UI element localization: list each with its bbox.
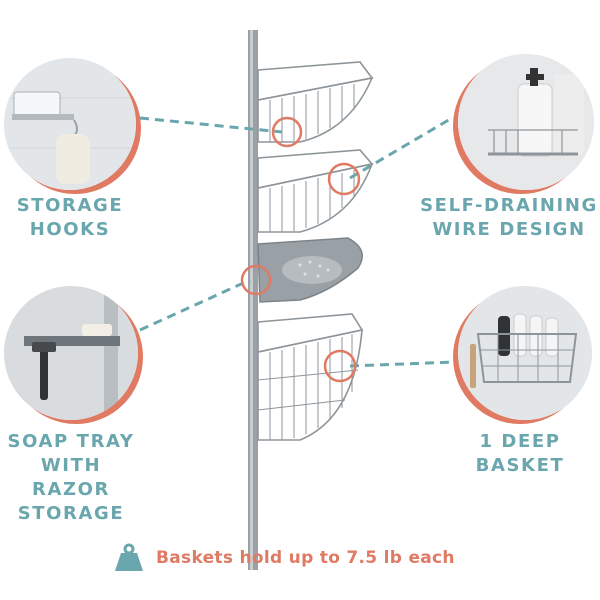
highlight-soap-tray [240,264,272,296]
label-self-draining: SELF-DRAINING WIRE DESIGN [420,195,598,240]
deep-basket [257,313,364,441]
soap-tray-photo [4,286,138,420]
highlight-draining [327,162,361,196]
label-soap-tray: SOAP TRAY WITH RAZOR STORAGE [7,431,135,524]
label-storage-hooks: STORAGE HOOKS [16,195,124,240]
deep-basket-photo [458,286,592,420]
top-basket [257,61,374,143]
highlight-hooks [271,116,303,148]
self-draining-photo [458,54,594,190]
connector-soap-tray [139,278,251,332]
soap-tray [257,237,363,303]
connector-storage-hooks [139,116,283,134]
weight-capacity-text: Baskets hold up to 7.5 lb each [156,548,455,568]
connector-deep-basket [349,360,456,368]
storage-hooks-photo [4,58,136,190]
weight-icon [115,543,143,571]
label-deep-basket: 1 DEEP BASKET [475,431,565,476]
weight-note: Baskets hold up to 7.5 lb each [114,538,455,578]
highlight-deep-basket [323,349,357,383]
connector-self-draining [349,116,453,180]
